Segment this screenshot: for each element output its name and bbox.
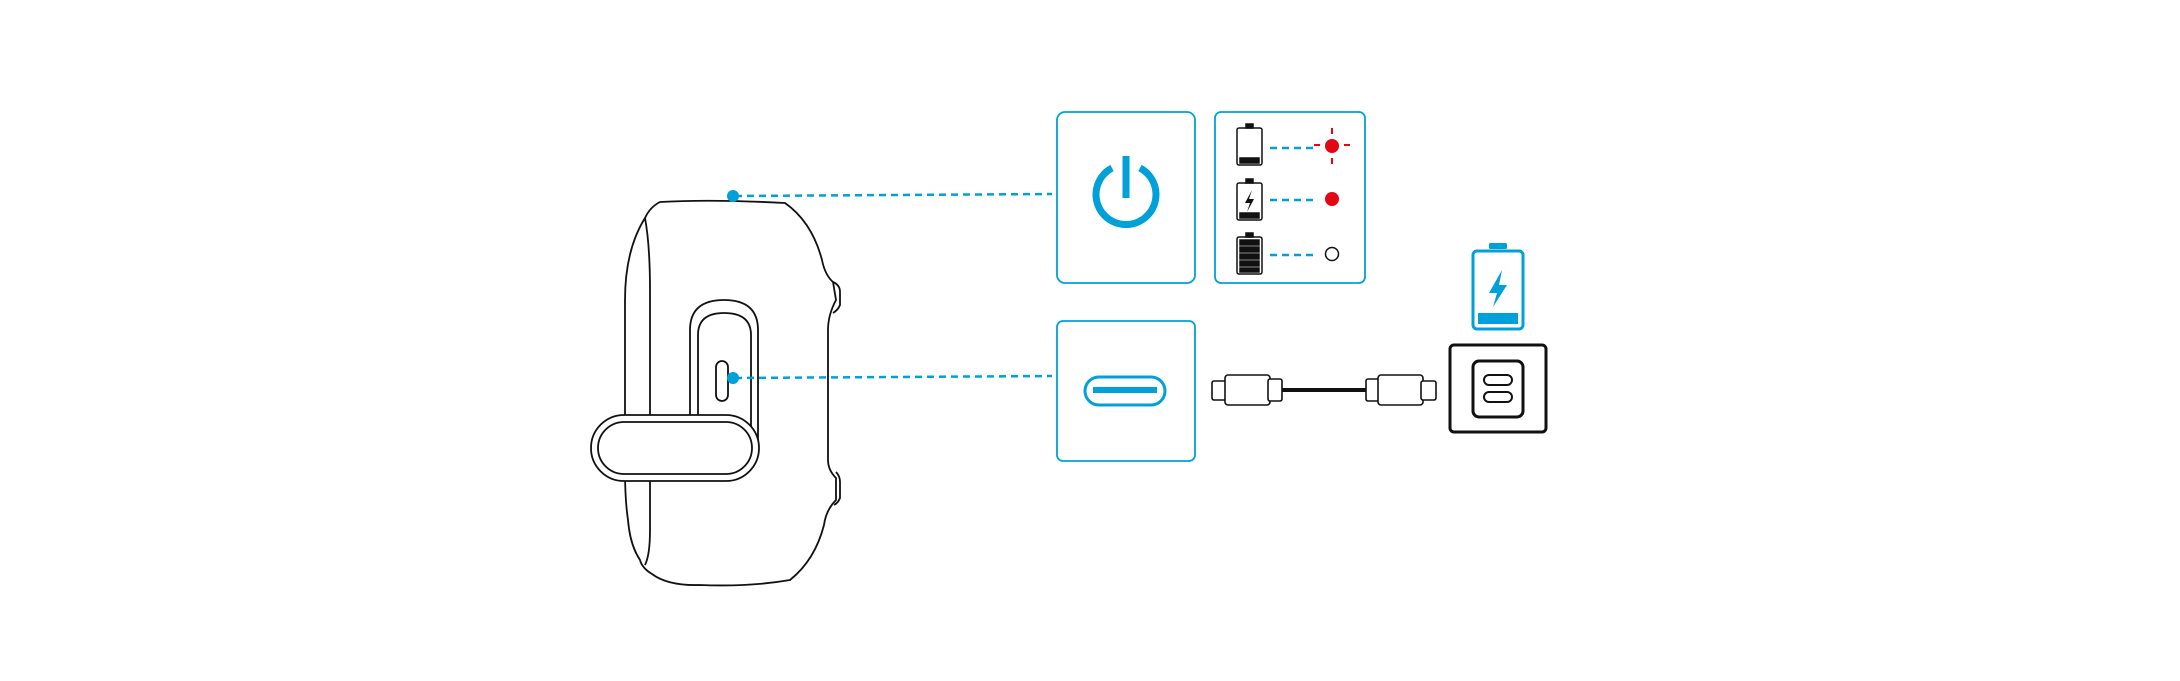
battery-low-icon	[1236, 123, 1263, 166]
battery-charging-blue-icon	[1471, 243, 1525, 331]
power-icon	[1092, 156, 1160, 228]
speaker-device	[590, 199, 841, 587]
usb-c-cable-icon	[1211, 374, 1437, 406]
usb-c-port-icon	[1083, 375, 1167, 407]
red-blinking-led-icon	[1314, 128, 1350, 164]
usb-c-port-slot	[715, 360, 729, 402]
usb-c-port-panel	[1056, 320, 1196, 462]
power-button-marker	[727, 190, 739, 202]
usb-c-charger-icon	[1448, 343, 1548, 434]
red-solid-led-icon	[1325, 192, 1339, 206]
battery-full-icon	[1236, 232, 1263, 275]
battery-charging-icon	[1236, 178, 1263, 221]
usb-port-marker	[727, 372, 739, 384]
led-off-icon	[1324, 246, 1340, 262]
leader-lines	[734, 192, 1053, 380]
port-pocket	[689, 299, 759, 450]
led-indicator-panel	[1214, 111, 1366, 284]
strap	[590, 414, 760, 482]
power-button-panel	[1056, 111, 1196, 284]
